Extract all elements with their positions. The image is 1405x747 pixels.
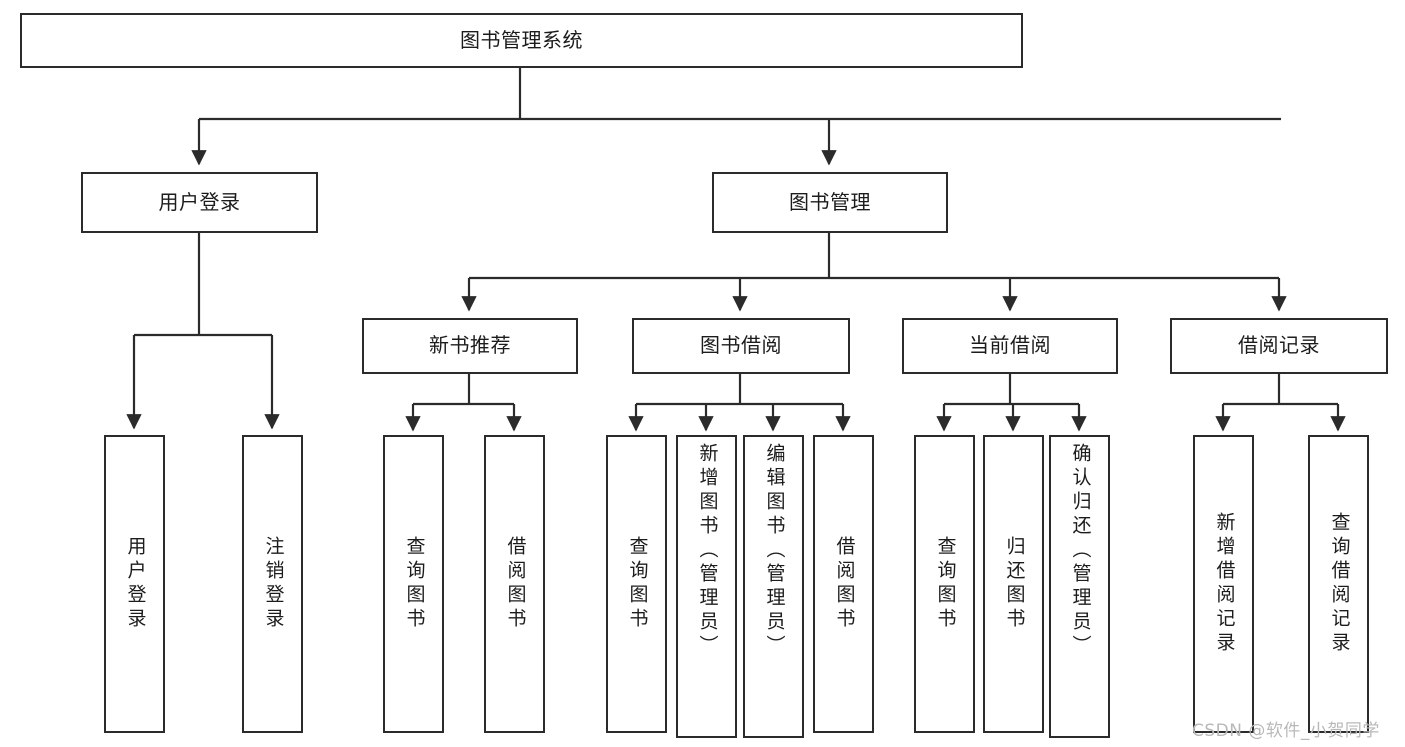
node-label: 归还图书 bbox=[1003, 536, 1026, 632]
node-book-borrow[interactable]: 图书借阅 bbox=[632, 318, 850, 374]
node-label: 查询图书 bbox=[934, 536, 957, 632]
leaf-query-borrow-record[interactable]: 查询借阅记录 bbox=[1308, 435, 1369, 733]
node-label: 编辑图书（管理员） bbox=[763, 443, 786, 659]
node-label: 查询图书 bbox=[403, 536, 426, 632]
leaf-query-book-current[interactable]: 查询图书 bbox=[914, 435, 975, 733]
leaf-user-login[interactable]: 用户登录 bbox=[104, 435, 165, 733]
leaf-query-book-borrow[interactable]: 查询图书 bbox=[606, 435, 667, 733]
node-new-book-recommend[interactable]: 新书推荐 bbox=[362, 318, 578, 374]
node-current-borrow[interactable]: 当前借阅 bbox=[902, 318, 1118, 374]
leaf-logout[interactable]: 注销登录 bbox=[242, 435, 303, 733]
node-root-book-management-system[interactable]: 图书管理系统 bbox=[20, 13, 1023, 68]
node-label: 借阅图书 bbox=[833, 536, 856, 632]
leaf-add-borrow-record[interactable]: 新增借阅记录 bbox=[1193, 435, 1254, 733]
leaf-borrow-book[interactable]: 借阅图书 bbox=[813, 435, 874, 733]
node-borrow-record[interactable]: 借阅记录 bbox=[1170, 318, 1388, 374]
node-label: 借阅记录 bbox=[1238, 333, 1320, 358]
node-label: 查询借阅记录 bbox=[1328, 512, 1351, 656]
leaf-edit-book-admin[interactable]: 编辑图书（管理员） bbox=[743, 435, 804, 738]
node-label: 新增图书（管理员） bbox=[696, 443, 719, 659]
node-label: 图书管理 bbox=[789, 189, 871, 214]
node-label: 新书推荐 bbox=[429, 333, 511, 358]
leaf-borrow-book-recommend[interactable]: 借阅图书 bbox=[484, 435, 545, 733]
node-label: 图书借阅 bbox=[700, 333, 782, 358]
node-label: 用户登录 bbox=[158, 189, 241, 214]
node-label: 借阅图书 bbox=[504, 536, 527, 632]
node-label: 确认归还（管理员） bbox=[1069, 443, 1092, 659]
node-label: 注销登录 bbox=[262, 536, 285, 632]
node-label: 查询图书 bbox=[626, 536, 649, 632]
node-book-management[interactable]: 图书管理 bbox=[712, 172, 948, 233]
node-label: 用户登录 bbox=[124, 536, 147, 632]
node-label: 当前借阅 bbox=[969, 333, 1051, 358]
node-label: 图书管理系统 bbox=[460, 27, 583, 52]
csdn-watermark: CSDN @软件_小贺同学 bbox=[1192, 721, 1380, 741]
leaf-add-book-admin[interactable]: 新增图书（管理员） bbox=[676, 435, 737, 738]
leaf-return-book[interactable]: 归还图书 bbox=[983, 435, 1044, 733]
node-user-login[interactable]: 用户登录 bbox=[81, 172, 318, 233]
node-label: 新增借阅记录 bbox=[1213, 512, 1236, 656]
leaf-confirm-return-admin[interactable]: 确认归还（管理员） bbox=[1049, 435, 1110, 738]
leaf-query-book-recommend[interactable]: 查询图书 bbox=[383, 435, 444, 733]
